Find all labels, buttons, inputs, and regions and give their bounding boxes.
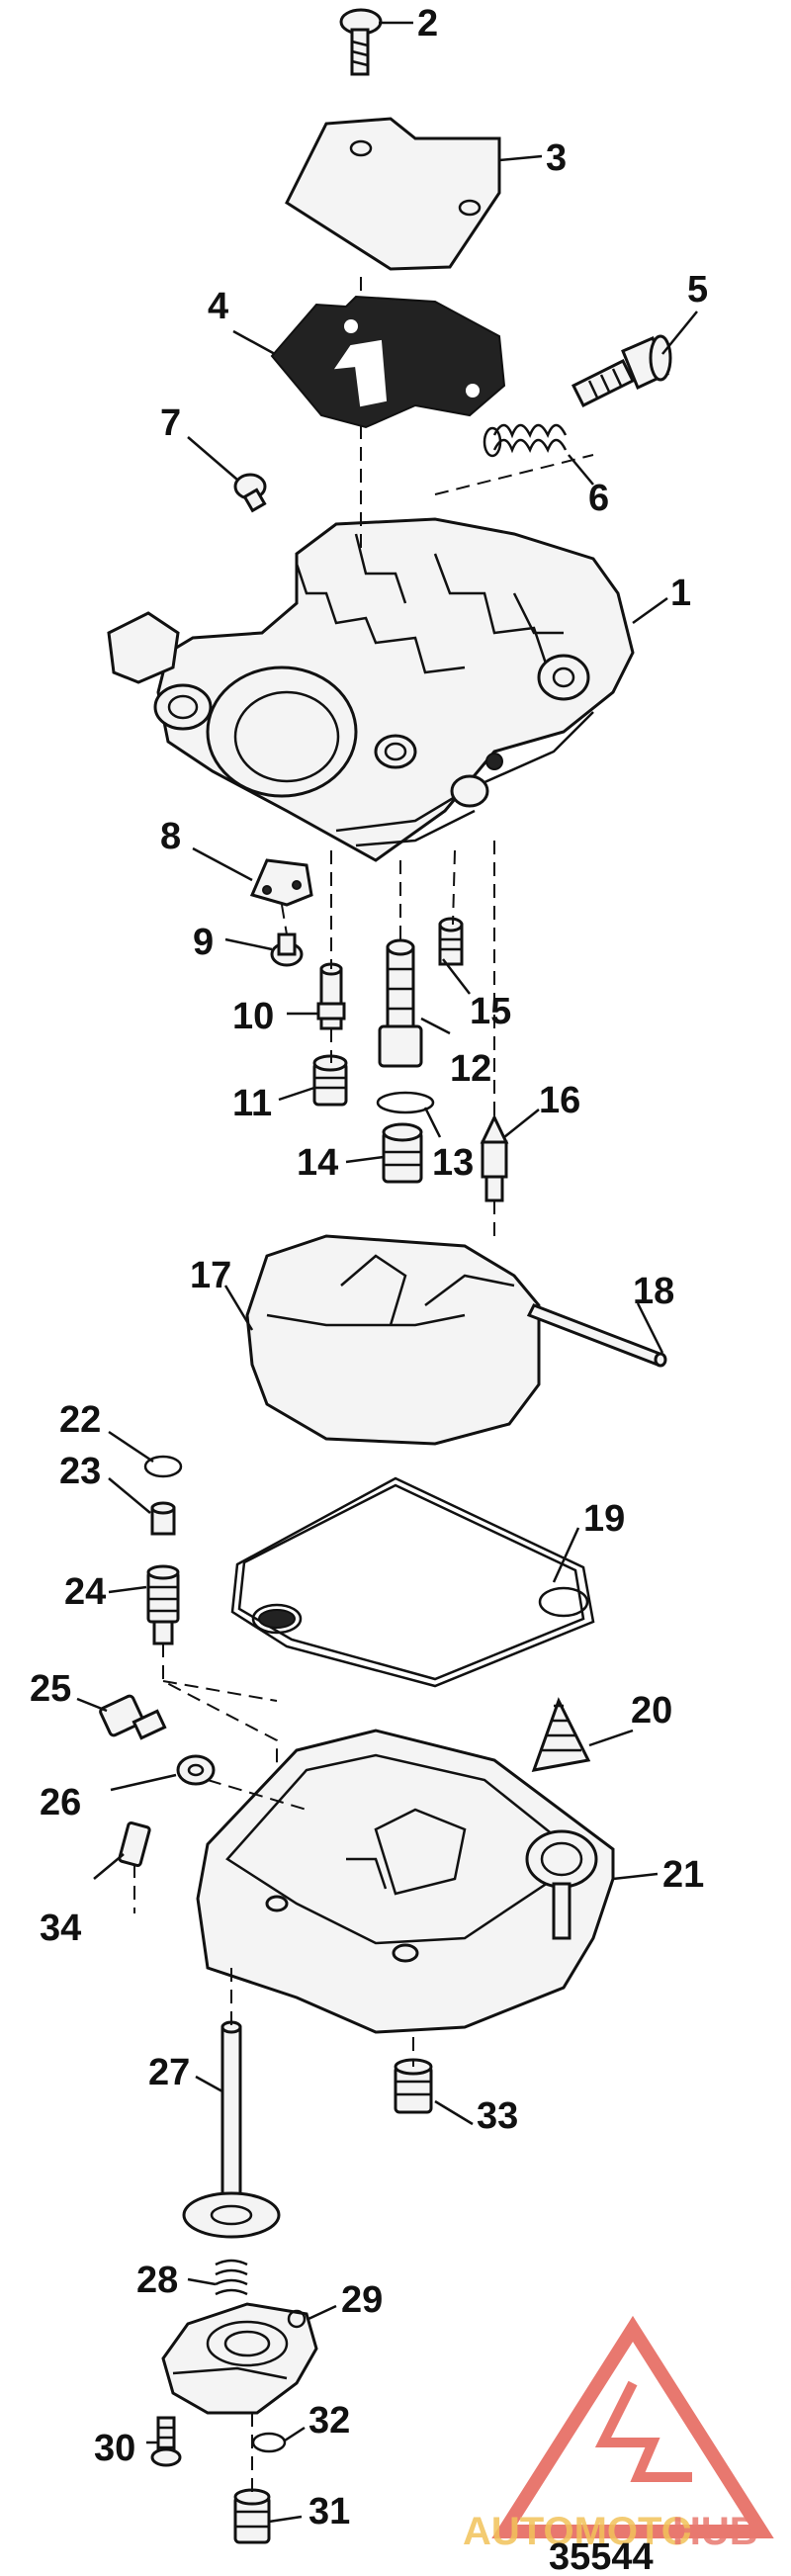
part-8-plate: [249, 858, 313, 907]
part-22-clip: [143, 1455, 183, 1478]
callout-3: 3: [546, 137, 567, 179]
callout-26: 26: [40, 1782, 81, 1823]
logo-triangle: [491, 2315, 774, 2538]
callout-23: 23: [59, 1451, 101, 1492]
part-7-screw: [233, 473, 267, 513]
callout-20: 20: [631, 1690, 672, 1732]
part-17-float: [245, 1234, 541, 1446]
callout-18: 18: [633, 1271, 674, 1312]
part-34-pin: [118, 1821, 151, 1867]
callout-7: 7: [160, 402, 181, 444]
part-6-spring: [483, 423, 568, 458]
part-31-plug: [233, 2488, 271, 2544]
part-5-pilot-screw: [571, 334, 672, 408]
part-24-fitting: [146, 1564, 180, 1645]
callout-12: 12: [450, 1048, 491, 1090]
part-30-screw: [150, 2416, 182, 2467]
automotohub-logo: AUTOMOTO HUB: [463, 2315, 774, 2553]
part-32-clip: [251, 2432, 287, 2453]
part-28-spring: [215, 2259, 248, 2296]
part-21-float-bowl: [196, 1729, 615, 2034]
leader-lines: [76, 21, 698, 2524]
callout-10: 10: [232, 996, 274, 1037]
callout-27: 27: [148, 2052, 190, 2093]
part-25-drain-screw: [99, 1694, 167, 1740]
logo-inner-mark: [594, 2380, 692, 2482]
part-12-emulsion-tube: [378, 938, 423, 1068]
callout-30: 30: [94, 2428, 135, 2469]
assembly-guide-lines: [133, 277, 594, 2497]
part-1-carburetor-body: [107, 517, 635, 862]
figure-number: 35544: [549, 2536, 654, 2576]
part-14-plug: [382, 1122, 423, 1184]
callout-24: 24: [64, 1571, 106, 1613]
part-33-plug: [394, 2058, 433, 2114]
part-27-plunger: [182, 2020, 281, 2239]
part-4-gasket: [270, 295, 506, 429]
part-9-screw: [270, 933, 304, 967]
callout-29: 29: [341, 2279, 383, 2321]
callout-13: 13: [432, 1142, 474, 1184]
part-19-gasket: [230, 1476, 595, 1688]
callout-22: 22: [59, 1399, 101, 1441]
part-2-screw: [339, 8, 383, 76]
callout-labels: 2 3 4 5 6 7 1 8 9 10 15 12 11 16 14 13 1…: [30, 3, 708, 2532]
part-18-pin: [526, 1303, 667, 1368]
callout-19: 19: [583, 1498, 625, 1540]
callout-28: 28: [136, 2260, 178, 2301]
callout-1: 1: [670, 573, 691, 614]
callout-16: 16: [539, 1080, 580, 1121]
callout-4: 4: [208, 286, 228, 327]
part-15-jet: [438, 917, 464, 966]
callout-31: 31: [308, 2491, 350, 2532]
part-29-cover: [161, 2302, 318, 2415]
callout-2: 2: [417, 3, 438, 44]
callout-15: 15: [470, 991, 511, 1032]
part-13-o-ring: [376, 1091, 435, 1114]
callout-5: 5: [687, 269, 708, 311]
callout-21: 21: [662, 1854, 704, 1896]
part-10-jet: [316, 962, 346, 1030]
callout-11: 11: [232, 1083, 272, 1124]
logo-text-hub: HUB: [672, 2510, 758, 2553]
part-20-filter: [531, 1697, 591, 1772]
callout-34: 34: [40, 1908, 81, 1949]
part-26-washer: [176, 1754, 216, 1786]
callout-14: 14: [297, 1142, 338, 1184]
callout-33: 33: [477, 2095, 518, 2137]
logo-text-automoto: AUTOMOTO: [463, 2510, 692, 2553]
callout-32: 32: [308, 2400, 350, 2442]
part-11-plug: [312, 1054, 348, 1107]
callout-8: 8: [160, 816, 181, 857]
callout-17: 17: [190, 1255, 231, 1296]
part-23-sleeve: [150, 1501, 176, 1536]
callout-9: 9: [193, 922, 214, 963]
part-3-cover-plate: [285, 117, 501, 271]
part-16-needle-valve: [480, 1113, 509, 1202]
callout-25: 25: [30, 1668, 71, 1710]
callout-6: 6: [588, 478, 609, 519]
